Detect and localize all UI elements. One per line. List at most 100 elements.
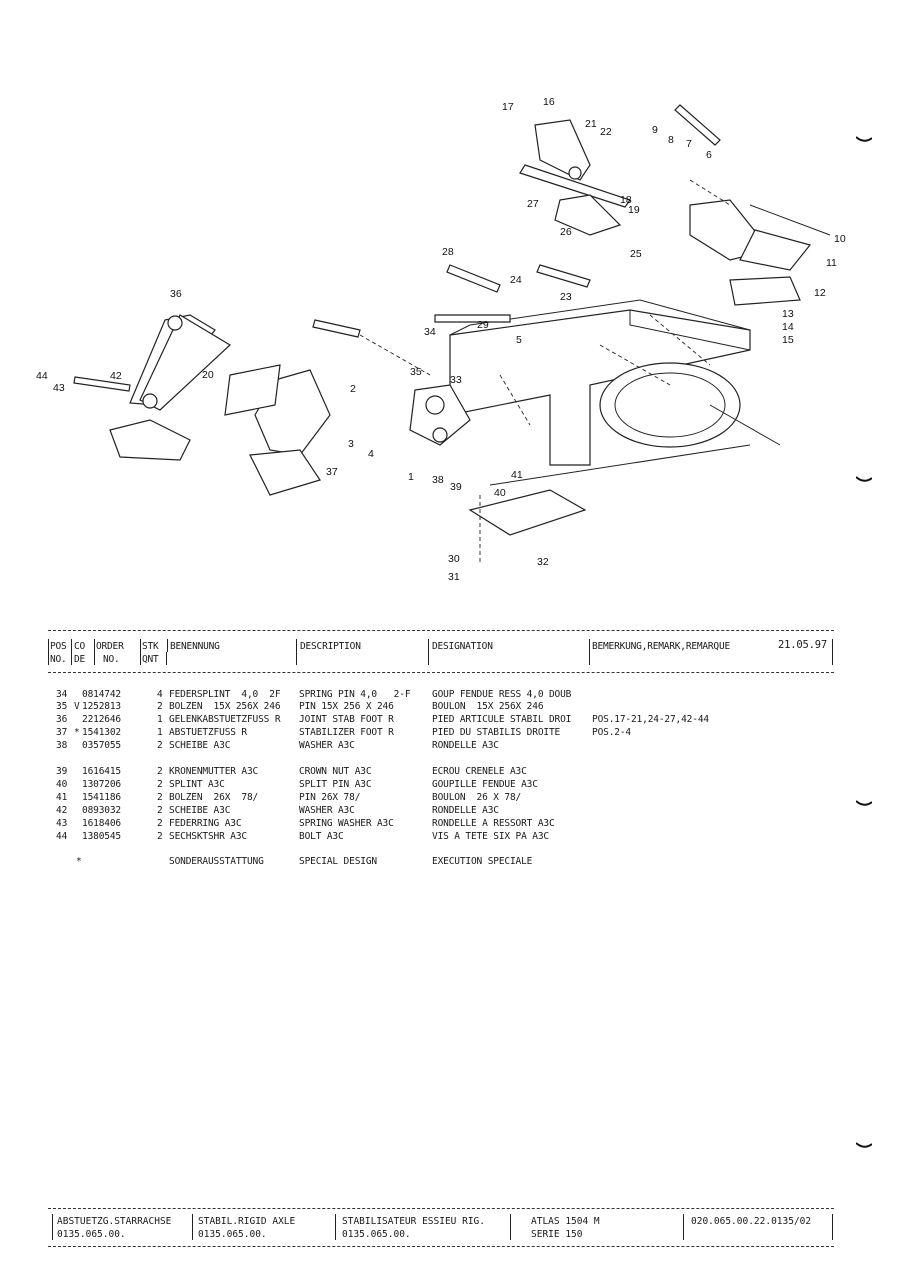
column-divider [589, 639, 590, 665]
binding-mark-icon [856, 476, 872, 482]
header-bottom-rule [48, 672, 834, 673]
row-designation: RONDELLE A3C [432, 740, 499, 751]
binding-mark-icon [856, 800, 872, 806]
row-designation: PIED ARTICULE STABIL DROI [432, 714, 572, 725]
footer-en-title: STABIL.RIGID AXLE [198, 1216, 296, 1227]
footer-top-rule [48, 1208, 834, 1209]
callout-label: 22 [600, 126, 612, 138]
header-pos: POS [50, 641, 67, 652]
row-description: SPLIT PIN A3C [299, 779, 372, 790]
callout-label: 36 [170, 288, 182, 300]
row-designation: RONDELLE A3C [432, 805, 499, 816]
callout-label: 40 [494, 487, 506, 499]
table-row: 40 1307206 2 SPLINT A3C SPLIT PIN A3C GO… [52, 779, 538, 791]
row-benennung: GELENKABSTUETZFUSS R [169, 714, 281, 725]
row-description: SPRING WASHER A3C [299, 818, 394, 829]
table-row: 44 1380545 2 SECHSKTSHR A3C BOLT A3C VIS… [52, 831, 549, 843]
header-order: ORDER [96, 641, 124, 652]
legend-designation: EXECUTION SPECIALE [432, 856, 533, 867]
row-designation: GOUPILLE FENDUE A3C [432, 779, 538, 790]
legend-row: * SONDERAUSSTATTUNG SPECIAL DESIGN EXECU… [52, 856, 532, 868]
row-designation: VIS A TETE SIX PA A3C [432, 831, 549, 842]
row-qty: 2 [157, 766, 163, 777]
row-order: 0893032 [82, 805, 121, 816]
row-description: PIN 26X 78/ [299, 792, 361, 803]
table-row: 41 1541186 2 BOLZEN 26X 78/ PIN 26X 78/ … [52, 792, 521, 804]
row-order: 2212646 [82, 714, 121, 725]
legend-benennung: SONDERAUSSTATTUNG [169, 856, 264, 867]
column-divider [140, 639, 141, 665]
callout-label: 12 [814, 287, 826, 299]
callout-label: 6 [706, 149, 712, 161]
row-code: * [74, 727, 80, 738]
column-divider [52, 1214, 53, 1240]
binding-mark-icon [856, 1142, 872, 1148]
row-benennung: BOLZEN 15X 256X 246 [169, 701, 281, 712]
callout-label: 16 [543, 96, 555, 108]
callout-label: 23 [560, 291, 572, 303]
callout-label: 17 [502, 101, 514, 113]
row-qty: 2 [157, 805, 163, 816]
header-qnt: QNT [142, 654, 159, 665]
footer-de-code: 0135.065.00. [57, 1229, 126, 1240]
row-benennung: ABSTUETZFUSS R [169, 727, 247, 738]
drawing-callouts: 1 2 3 4 5 6 7 8 9 10 11 12 13 14 15 16 1… [36, 96, 846, 583]
row-benennung: FEDERRING A3C [169, 818, 242, 829]
column-divider [192, 1214, 193, 1240]
row-pos: 42 [56, 805, 68, 816]
callout-label: 44 [36, 370, 48, 382]
row-designation: BOULON 15X 256X 246 [432, 701, 544, 712]
row-code: V [74, 701, 80, 712]
header-co: CO [74, 641, 86, 652]
callout-label: 1 [408, 471, 414, 483]
footer-model: ATLAS 1504 M [531, 1216, 600, 1227]
table-row: 38 0357055 2 SCHEIBE A3C WASHER A3C ROND… [52, 740, 499, 752]
row-pos: 40 [56, 779, 68, 790]
callout-label: 13 [782, 308, 794, 320]
header-designation: DESIGNATION [432, 641, 493, 652]
callout-label: 26 [560, 226, 572, 238]
callout-label: 18 [620, 194, 632, 206]
callout-label: 33 [450, 374, 462, 386]
footer-fr-code: 0135.065.00. [342, 1229, 411, 1240]
row-qty: 2 [157, 831, 163, 842]
footer-de-title: ABSTUETZG.STARRACHSE [57, 1216, 172, 1227]
row-pos: 37 [56, 727, 68, 738]
row-benennung: FEDERSPLINT 4,0 2F [169, 689, 281, 700]
callout-label: 11 [826, 257, 837, 269]
callout-label: 38 [432, 474, 444, 486]
callout-label: 19 [628, 204, 640, 216]
callout-label: 8 [668, 134, 674, 146]
callout-label: 32 [537, 556, 549, 568]
row-description: CROWN NUT A3C [299, 766, 372, 777]
row-order: 1541302 [82, 727, 121, 738]
callout-label: 25 [630, 248, 642, 260]
row-order: 1252813 [82, 701, 121, 712]
callout-label: 2 [350, 383, 356, 395]
row-qty: 2 [157, 779, 163, 790]
callout-label: 39 [450, 481, 462, 493]
row-pos: 36 [56, 714, 68, 725]
legend-description: SPECIAL DESIGN [299, 856, 377, 867]
column-divider [167, 639, 168, 652]
row-remark: POS.2-4 [592, 727, 631, 738]
row-description: WASHER A3C [299, 740, 355, 751]
legend-symbol: * [76, 856, 82, 867]
row-description: PIN 15X 256 X 246 [299, 701, 394, 712]
row-benennung: BOLZEN 26X 78/ [169, 792, 259, 803]
exploded-parts-drawing: 1 2 3 4 5 6 7 8 9 10 11 12 13 14 15 16 1… [36, 96, 846, 583]
callout-label: 27 [527, 198, 539, 210]
row-pos: 38 [56, 740, 68, 751]
row-benennung: SECHSKTSHR A3C [169, 831, 247, 842]
header-description: DESCRIPTION [300, 641, 361, 652]
footer-fr-title: STABILISATEUR ESSIEU RIG. [342, 1216, 485, 1227]
callout-label: 20 [202, 369, 214, 381]
table-row: 34 0814742 4 FEDERSPLINT 4,0 2F SPRING P… [52, 689, 571, 701]
callout-label: 3 [348, 438, 354, 450]
callout-label: 24 [510, 274, 522, 286]
row-benennung: KRONENMUTTER A3C [169, 766, 259, 777]
row-description: BOLT A3C [299, 831, 344, 842]
row-order: 0814742 [82, 689, 121, 700]
row-qty: 2 [157, 792, 163, 803]
column-divider [48, 639, 49, 665]
